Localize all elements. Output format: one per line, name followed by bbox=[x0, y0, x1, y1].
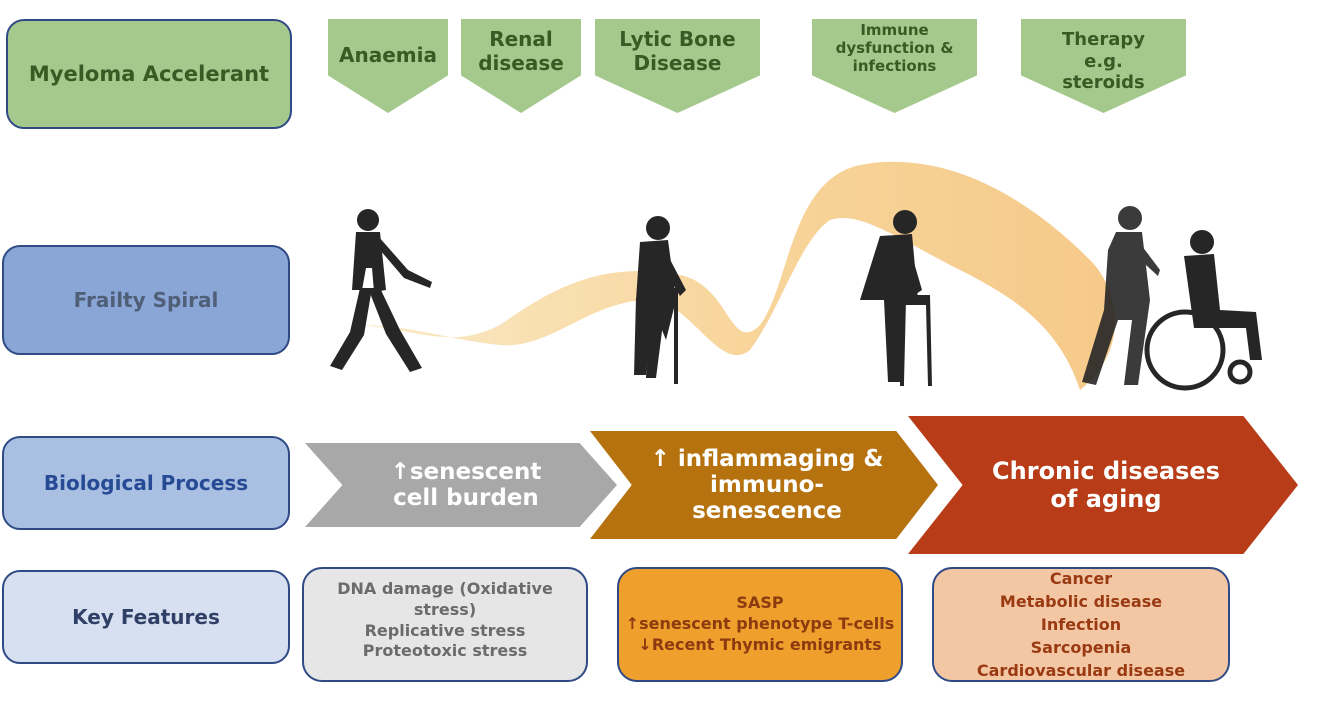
features-inflammaging: SASP ↑senescent phenotype T-cells ↓Recen… bbox=[617, 567, 903, 682]
feature-item: Replicative stress bbox=[364, 620, 526, 640]
accelerant-lytic-bone-disease: Lytic Bone Disease bbox=[595, 19, 760, 113]
person-with-cane-icon bbox=[634, 216, 686, 384]
process-inflammaging-immunosenescence: ↑ inflammaging & immuno-senescence bbox=[590, 431, 938, 539]
feature-item: Cardiovascular disease bbox=[976, 661, 1186, 681]
feature-item: Sarcopenia bbox=[1030, 638, 1132, 658]
features-senescence: DNA damage (Oxidative stress) Replicativ… bbox=[302, 567, 588, 682]
accelerant-anaemia: Anaemia bbox=[328, 19, 448, 113]
row-label-frailty-spiral: Frailty Spiral bbox=[2, 245, 290, 355]
process-chronic-diseases-of-aging: Chronic diseases of aging bbox=[908, 416, 1298, 554]
row-label-text: Key Features bbox=[72, 605, 220, 629]
feature-item: Proteotoxic stress bbox=[362, 641, 528, 661]
feature-item: DNA damage (Oxidative stress) bbox=[337, 579, 553, 619]
accelerant-immune-dysfunction: Immune dysfunction & infections bbox=[812, 19, 977, 113]
accelerant-therapy-steroids: Therapy e.g. steroids bbox=[1021, 19, 1186, 113]
row-label-myeloma-accelerant: Myeloma Accelerant bbox=[6, 19, 292, 129]
features-chronic-disease: Cancer Metabolic disease Infection Sarco… bbox=[932, 567, 1230, 682]
frailty-ribbon bbox=[360, 161, 1115, 390]
process-senescent-cell-burden: ↑senescent cell burden bbox=[305, 443, 617, 527]
row-label-text: Frailty Spiral bbox=[73, 288, 219, 312]
feature-item: ↑senescent phenotype T-cells bbox=[625, 614, 895, 634]
accelerant-renal-disease: Renal disease bbox=[461, 19, 581, 113]
feature-item: ↓Recent Thymic emigrants bbox=[638, 634, 882, 654]
row-label-text: Myeloma Accelerant bbox=[28, 62, 270, 86]
person-with-walker-icon bbox=[860, 210, 932, 386]
feature-item: Metabolic disease bbox=[999, 591, 1163, 611]
row-label-key-features: Key Features bbox=[2, 570, 290, 664]
row-label-biological-process: Biological Process bbox=[2, 436, 290, 530]
row-label-text: Biological Process bbox=[43, 471, 249, 495]
feature-item: Cancer bbox=[1049, 568, 1113, 588]
wheelchair-user-icon bbox=[1184, 230, 1262, 360]
caregiver-icon bbox=[1082, 206, 1160, 385]
wheelchair-icon bbox=[1144, 309, 1253, 391]
feature-item: Infection bbox=[1040, 614, 1122, 634]
feature-item: SASP bbox=[736, 593, 784, 613]
walking-person-icon bbox=[330, 209, 432, 372]
frailty-spiral-illustration bbox=[330, 161, 1262, 391]
